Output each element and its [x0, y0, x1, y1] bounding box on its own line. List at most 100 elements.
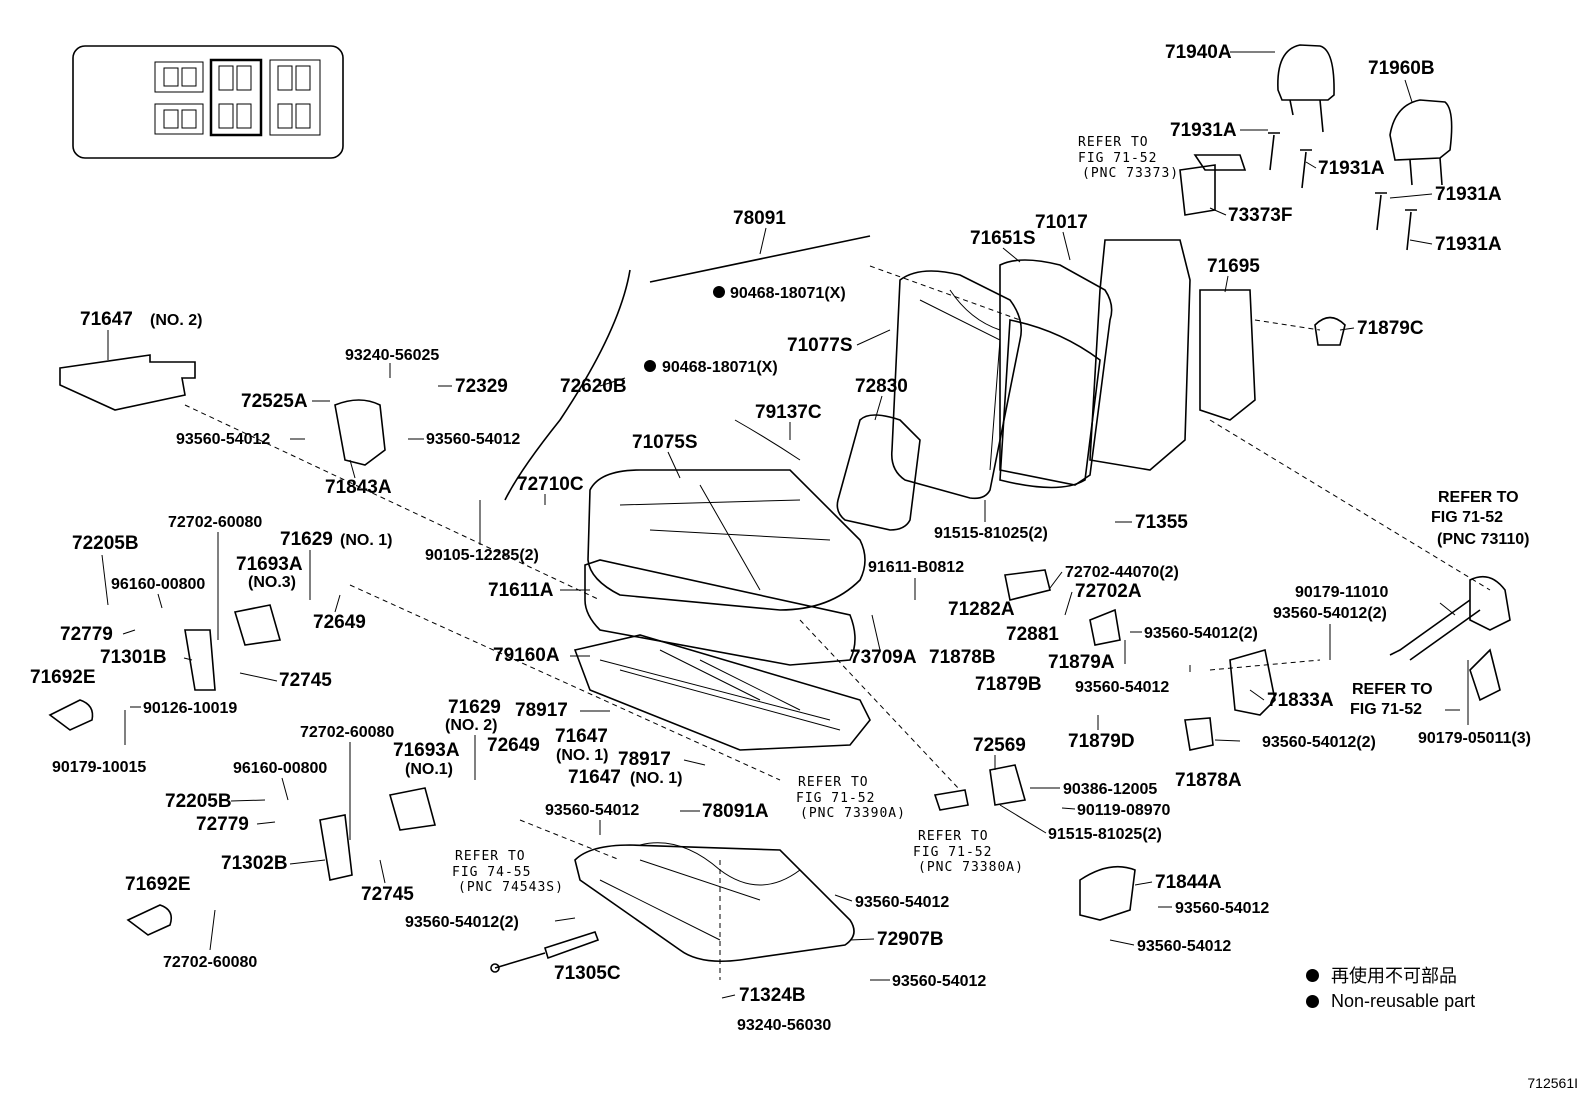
- legend-item-en: Non-reusable part: [1306, 988, 1475, 1014]
- part-label: 90126-10019: [143, 700, 237, 717]
- svg-text:REFER TO: REFER TO: [798, 775, 869, 790]
- legend-item-jp: 再使用不可部品: [1306, 962, 1475, 988]
- part-label: 93560-54012: [1137, 938, 1231, 955]
- part-label: 90386-12005: [1063, 781, 1157, 798]
- part-label: 90105-12285(2): [425, 547, 539, 564]
- part-label: (NO. 1): [630, 770, 682, 787]
- svg-text:(PNC 73390A): (PNC 73390A): [800, 806, 906, 821]
- part-label: 72702-60080: [163, 954, 257, 971]
- part-label: 90468-18071(X): [662, 359, 778, 376]
- part-label: 93560-54012(2): [1262, 734, 1376, 751]
- seat-frame-79160A: [573, 634, 871, 751]
- part-label: 93560-54012: [1175, 900, 1269, 917]
- reference-73110: REFER TO FIG 71-52 (PNC 73110): [1431, 489, 1530, 548]
- svg-text:REFER TO: REFER TO: [918, 829, 989, 844]
- reference-74543S: REFER TO FIG 74-55 (PNC 74543S): [452, 849, 564, 895]
- part-label: 79160A: [493, 645, 560, 666]
- part-label: 72702-60080: [168, 514, 262, 531]
- part-label: 72329: [455, 376, 508, 397]
- part-label: 71692E: [125, 874, 191, 895]
- part-label: 91515-81025(2): [1048, 826, 1162, 843]
- part-label: 78917: [618, 749, 671, 770]
- part-label: 71629: [448, 697, 501, 718]
- nonreusable-dot: [713, 286, 725, 298]
- part-label: 90119-08970: [1077, 802, 1171, 819]
- part-label: 72745: [279, 670, 332, 691]
- nonreusable-dot-icon: [1306, 994, 1319, 1008]
- part-label: (NO. 1): [340, 532, 392, 549]
- leader-lines: [101, 51, 1469, 999]
- part-label: (NO.1): [405, 761, 453, 778]
- part-label: 90179-05011(3): [1418, 730, 1531, 747]
- reference-71-52: REFER TO FIG 71-52: [1350, 681, 1433, 718]
- part-label: 72710C: [517, 474, 584, 495]
- part-label: 71833A: [1267, 690, 1334, 711]
- svg-text:(PNC 73380A): (PNC 73380A): [918, 860, 1024, 875]
- part-label: 71692E: [30, 667, 96, 688]
- part-label: 71931A: [1435, 234, 1502, 255]
- part-label: 71647: [555, 726, 608, 747]
- reference-73380A: REFER TO FIG 71-52 (PNC 73380A): [913, 829, 1024, 875]
- part-label: 91515-81025(2): [934, 525, 1048, 542]
- part-label: 72881: [1006, 624, 1059, 645]
- legend: 再使用不可部品 Non-reusable part: [1306, 962, 1475, 1014]
- part-label: 90179-10015: [52, 759, 146, 776]
- legend-text-jp: 再使用不可部品: [1331, 966, 1457, 986]
- svg-text:REFER TO: REFER TO: [1078, 135, 1149, 150]
- part-label: 96160-00800: [233, 760, 327, 777]
- headrest-71940A: [1277, 44, 1335, 133]
- part-label: 93240-56025: [345, 347, 439, 364]
- part-label: 71301B: [100, 647, 167, 668]
- part-label: 91611-B0812: [868, 559, 964, 576]
- svg-text:FIG 71-52: FIG 71-52: [796, 791, 875, 806]
- part-label: 71302B: [221, 853, 288, 874]
- part-label: 71651S: [970, 228, 1036, 249]
- seat-layout-thumbnail: [72, 45, 344, 159]
- part-label: 71693A: [393, 740, 460, 761]
- part-label: 71931A: [1435, 184, 1502, 205]
- part-label: 78091: [733, 208, 786, 229]
- part-label: 72702A: [1075, 581, 1142, 602]
- gas-strut-71305C: [490, 931, 600, 973]
- svg-text:REFER TO: REFER TO: [1352, 681, 1433, 698]
- part-label: 93560-54012: [426, 431, 520, 448]
- part-label: 72620B: [560, 376, 627, 397]
- part-label: 71647: [568, 767, 621, 788]
- part-label: 72702-44070(2): [1065, 564, 1179, 581]
- svg-text:FIG 71-52: FIG 71-52: [1431, 509, 1503, 526]
- part-label: 78917: [515, 700, 568, 721]
- svg-text:(PNC 74543S): (PNC 74543S): [458, 880, 564, 895]
- part-label: 72205B: [72, 533, 139, 554]
- part-label: 72779: [60, 624, 113, 645]
- cables: [504, 235, 871, 886]
- part-labels: 71940A 71960B 71931A 71931A 71931A 71931…: [30, 42, 1531, 1034]
- part-label: 90468-18071(X): [730, 285, 846, 302]
- svg-text:(PNC 73110): (PNC 73110): [1437, 531, 1530, 548]
- guide-lines: [184, 265, 1491, 980]
- legend-text-en: Non-reusable part: [1331, 990, 1476, 1011]
- part-label: 93560-54012(2): [405, 914, 519, 931]
- part-label: 71931A: [1170, 120, 1237, 141]
- part-label: (NO. 1): [556, 747, 608, 764]
- svg-text:FIG 71-52: FIG 71-52: [1078, 151, 1157, 166]
- part-label: 72830: [855, 376, 908, 397]
- part-label: 72649: [487, 735, 540, 756]
- lower-frame-72907B: [574, 844, 855, 963]
- part-label: 72907B: [877, 929, 944, 950]
- reference-73373: REFER TO FIG 71-52 (PNC 73373): [1078, 135, 1179, 181]
- part-label: 71879D: [1068, 731, 1135, 752]
- seatback-assembly: [890, 239, 1256, 500]
- part-label: 72649: [313, 612, 366, 633]
- part-label: 71879B: [975, 674, 1042, 695]
- svg-text:(PNC 73373): (PNC 73373): [1082, 166, 1179, 181]
- svg-text:FIG 71-52: FIG 71-52: [913, 845, 992, 860]
- part-label: 79137C: [755, 402, 822, 423]
- part-label: 93560-54012: [855, 894, 949, 911]
- part-label: 71077S: [787, 335, 853, 356]
- part-label: 71931A: [1318, 158, 1385, 179]
- part-label: (NO. 2): [150, 312, 202, 329]
- part-label: 71878A: [1175, 770, 1242, 791]
- part-label: 71647: [80, 309, 133, 330]
- part-label: 71844A: [1155, 872, 1222, 893]
